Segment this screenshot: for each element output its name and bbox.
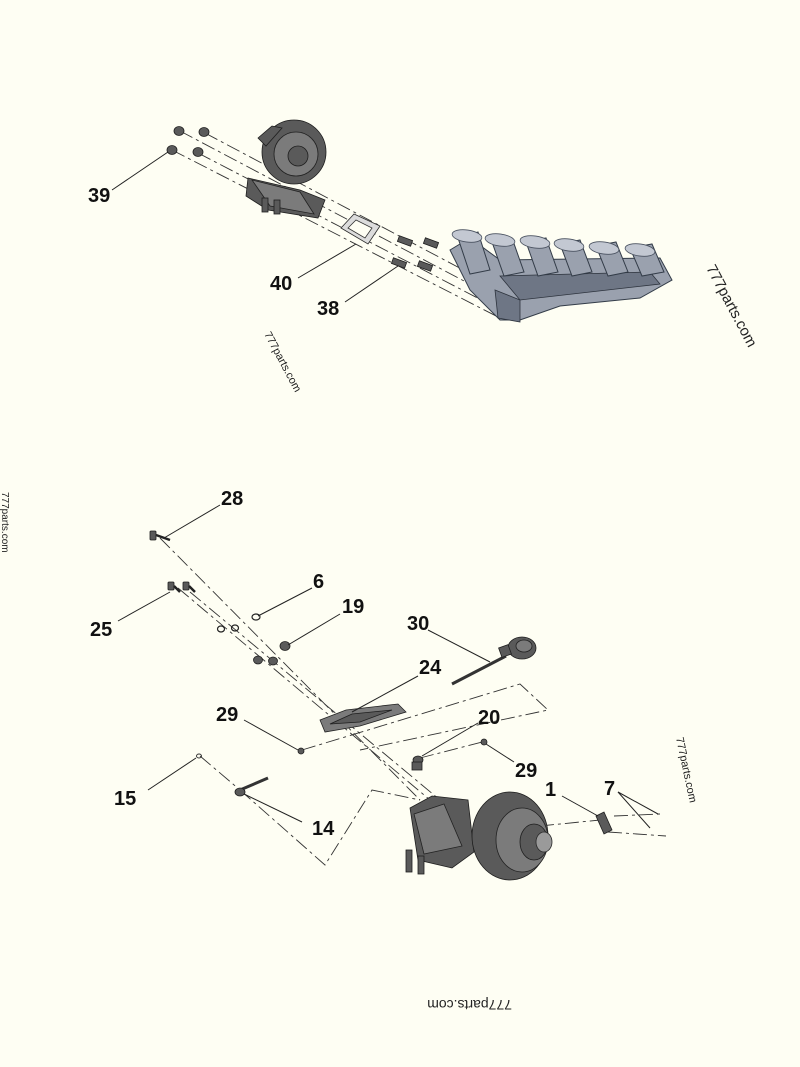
bolt-part-29-left[interactable] [297, 747, 305, 755]
watermark-right-lower: 777parts.com [673, 736, 699, 804]
rod-part-14[interactable] [234, 776, 269, 797]
callout-38: 38 [317, 298, 339, 320]
callout-7: 7 [604, 778, 615, 800]
callout-1: 1 [545, 779, 556, 801]
stud-part-38[interactable] [390, 235, 440, 272]
watermark-bottom: 777parts.com [427, 997, 512, 1013]
callout-29-left: 29 [216, 704, 238, 726]
callout-40: 40 [270, 273, 292, 295]
pin-part-15[interactable] [196, 753, 202, 759]
callout-19: 19 [342, 596, 364, 618]
bolt-part-25[interactable] [167, 581, 196, 593]
actuator-part-30[interactable] [451, 636, 537, 686]
callout-25: 25 [90, 619, 112, 641]
callout-6: 6 [313, 571, 324, 593]
bracket-part-24[interactable] [319, 703, 407, 733]
callout-20: 20 [478, 707, 500, 729]
callout-15: 15 [114, 788, 136, 810]
watermark-right-upper: 777parts.com [702, 262, 760, 350]
callout-14: 14 [312, 818, 335, 840]
callout-39: 39 [88, 185, 110, 207]
bolt-part-28[interactable] [149, 530, 171, 542]
turbocharger-lower[interactable] [405, 791, 553, 881]
callout-24: 24 [419, 657, 442, 679]
part-20[interactable] [411, 755, 424, 771]
turbocharger-upper[interactable] [245, 119, 327, 219]
upper-assembly: 39 40 38 [88, 119, 673, 323]
gasket-part-40[interactable] [340, 213, 381, 245]
callout-28: 28 [221, 488, 243, 510]
bolt-part-29-right[interactable] [480, 738, 488, 746]
callout-29-right: 29 [515, 760, 537, 782]
callout-30: 30 [407, 613, 429, 635]
exhaust-manifold[interactable] [449, 228, 673, 323]
nut-part-19[interactable] [253, 641, 291, 666]
watermarks: 777parts.com 777parts.com 777parts.com 7… [0, 262, 760, 1013]
watermark-center-upper: 777parts.com [261, 330, 303, 394]
nut-part-39[interactable] [166, 126, 210, 157]
lower-assembly: 28 6 19 25 30 24 29 20 29 15 1 7 14 [90, 488, 667, 881]
clamp-part-1[interactable] [595, 811, 613, 835]
washer-part-6[interactable] [216, 613, 261, 633]
watermark-left-edge: 777parts.com [0, 492, 10, 553]
